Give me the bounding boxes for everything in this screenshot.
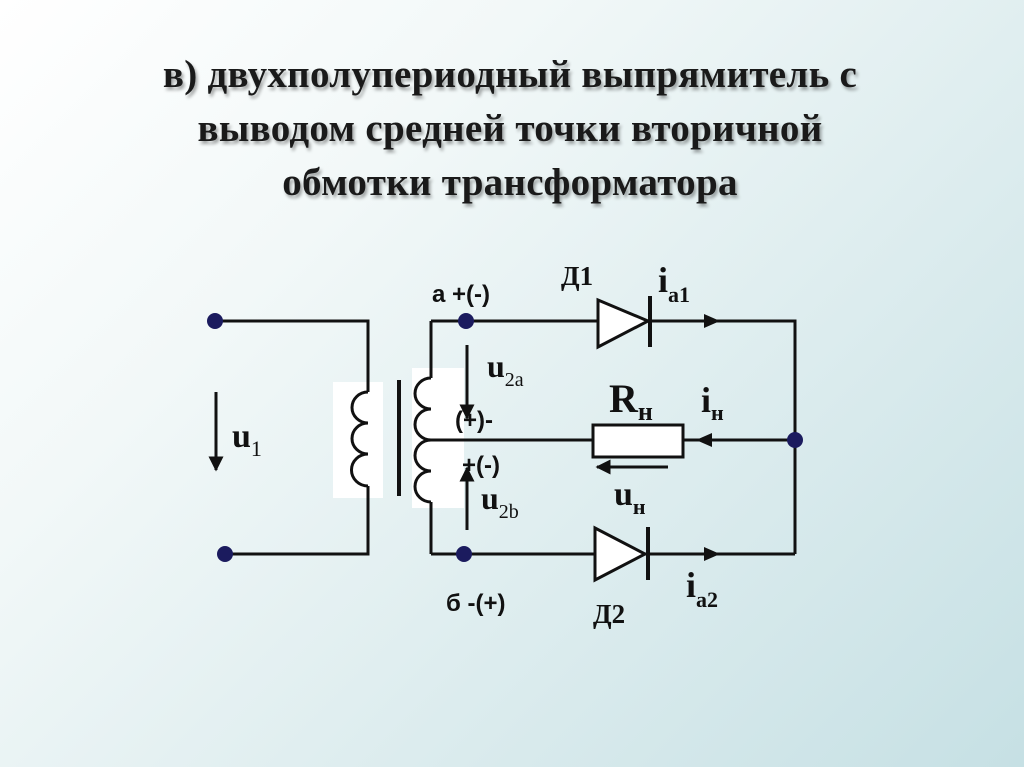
label-diode2: Д2 [593, 599, 625, 629]
terminal-primary-bottom [217, 546, 233, 562]
ia2-arrow [704, 547, 720, 561]
top-branch-wire [431, 319, 797, 554]
title-line-3: обмотки трансформатора [282, 161, 738, 204]
label-terminal-b: б -(+) [446, 590, 505, 617]
label-un: uн [614, 476, 646, 519]
label-u1: u1 [232, 418, 262, 461]
title-line-1: в) двухполупериодный выпрямитель с [162, 53, 858, 96]
terminal-primary-top [207, 313, 223, 329]
label-rn: Rн [609, 376, 653, 426]
junction-right [787, 432, 803, 448]
secondary-winding-background [412, 368, 464, 508]
label-terminal-a: а +(-) [432, 281, 490, 308]
slide-title: в) двухполупериодный выпрямитель с вывод… [60, 48, 960, 210]
diode-d1 [596, 296, 652, 350]
primary-winding-background [333, 382, 383, 498]
diode-d2 [593, 525, 650, 583]
label-diode1: Д1 [561, 261, 593, 291]
label-center-bottom: +(-) [462, 452, 500, 479]
in-arrow [696, 433, 712, 447]
label-in: iн [701, 380, 724, 425]
title-line-2: выводом средней точки вторичной [197, 107, 823, 150]
label-u2a: u2a [487, 348, 524, 391]
label-ia1: iа1 [658, 260, 690, 307]
label-center-top: (+)- [455, 407, 493, 434]
primary-winding [349, 390, 369, 488]
load-resistor [591, 423, 685, 459]
terminal-b [456, 546, 472, 562]
label-u2b: u2b [481, 480, 519, 523]
ia1-arrow [704, 314, 720, 328]
label-ia2: iа2 [686, 565, 718, 612]
primary-wires [215, 319, 370, 556]
terminal-a [458, 313, 474, 329]
